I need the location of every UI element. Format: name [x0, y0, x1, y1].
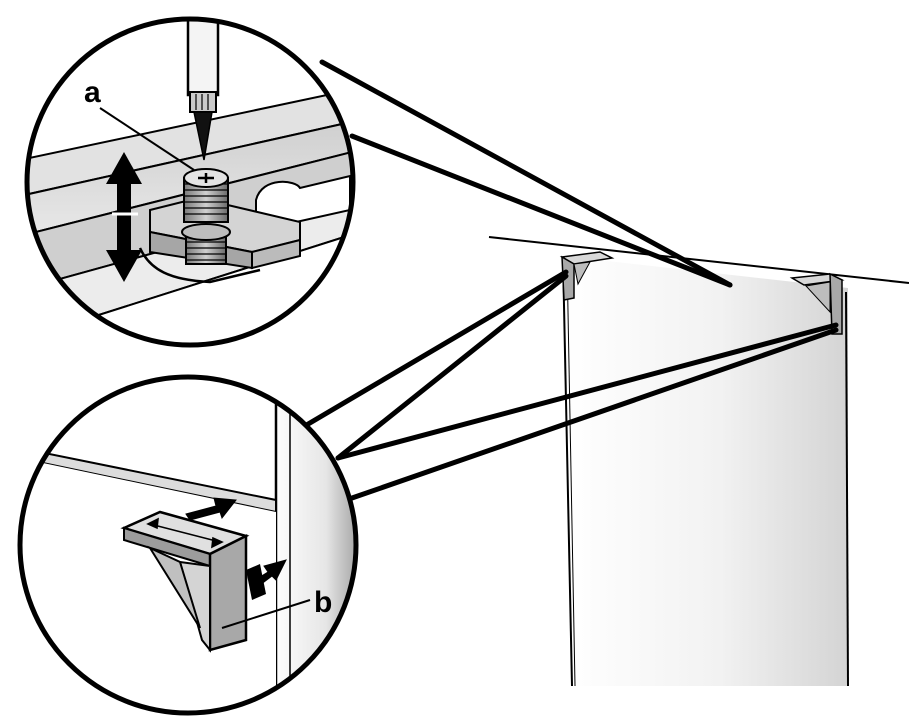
door-right-edge — [845, 291, 849, 687]
leader-line-b — [221, 599, 311, 629]
screwdriver-grip — [189, 91, 217, 113]
leader-line-a — [99, 107, 195, 171]
zoom-line-mid-1 — [295, 269, 569, 433]
bracket-left-small — [559, 251, 615, 301]
bracket-side-face — [208, 533, 248, 652]
wall-column — [272, 377, 356, 713]
bracket-foot — [138, 247, 261, 284]
zoom-line-mid-2 — [335, 273, 569, 461]
zoom-line-mid-3 — [335, 322, 839, 461]
detail-circle-top-border — [24, 16, 356, 348]
cabinet-door — [488, 236, 909, 687]
callout-lines — [295, 59, 839, 501]
rail-top-band — [27, 86, 353, 198]
zoom-line-top-lower — [349, 133, 733, 288]
bolt-washer — [181, 223, 231, 241]
door-panel-face — [563, 256, 848, 686]
label-a: a — [84, 76, 101, 109]
height-adjust-arrow — [106, 152, 142, 282]
zoom-line-mid-4 — [349, 327, 839, 501]
zoom-line-top-upper — [319, 59, 733, 288]
screwdriver-tip — [193, 111, 213, 161]
l-bracket — [120, 510, 250, 653]
slide-arrow-side-body — [246, 564, 266, 600]
label-b: b — [314, 586, 332, 619]
detail-circle-top: a — [24, 16, 356, 348]
detail-circle-bottom: b — [17, 374, 359, 716]
slide-arrow-top — [185, 497, 237, 521]
bracket-gusset — [147, 545, 201, 629]
bolt-cross-slot — [198, 173, 214, 183]
bracket-right-small — [789, 272, 845, 335]
door-panel-zoom — [20, 456, 276, 713]
screwdriver-handle — [186, 19, 220, 97]
detail-circle-bottom-border — [17, 374, 359, 716]
door-left-edge-inner — [566, 257, 576, 687]
worktop-edge-line — [488, 236, 909, 284]
screwdriver — [186, 19, 220, 161]
door-left-edge — [562, 257, 573, 687]
